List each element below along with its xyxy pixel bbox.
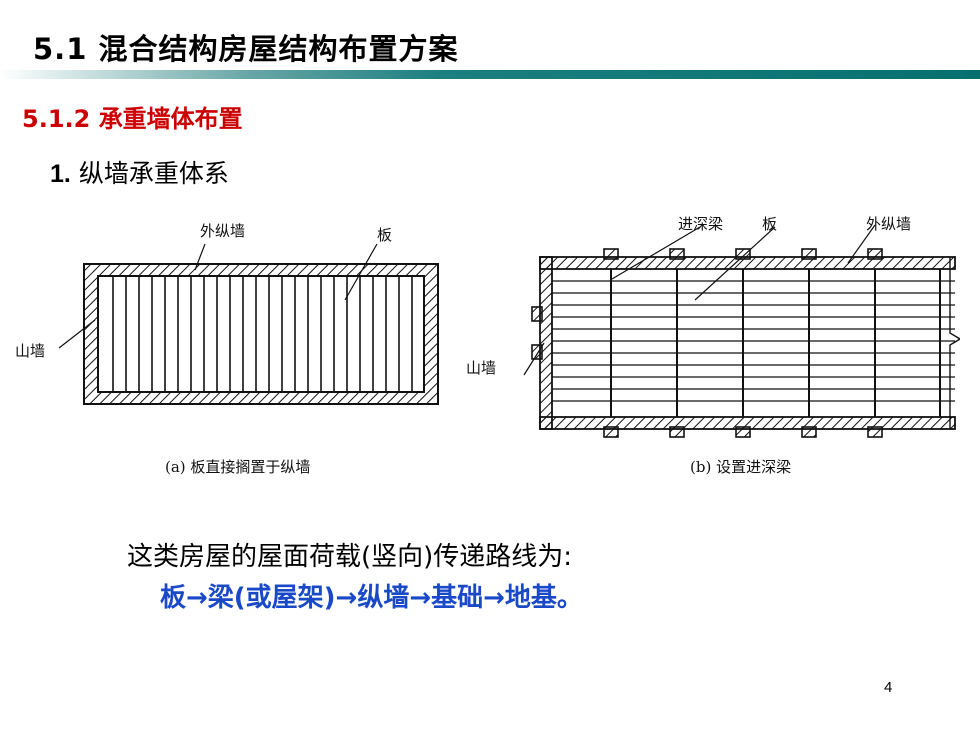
- fig-b-label-slab: 板: [762, 215, 778, 233]
- fig-b-label-beam: 进深梁: [678, 215, 724, 233]
- fig-a-label-gable-wall: 山墙: [15, 342, 46, 360]
- load-path-sequence: 板→梁(或屋架)→纵墙→基础→地基。: [160, 583, 583, 613]
- fig-a-label-slab: 板: [377, 226, 393, 244]
- fig-b-label-outer-wall: 外纵墙: [866, 215, 912, 233]
- slide-title: 5.1 混合结构房屋结构布置方案: [33, 32, 459, 66]
- section-title: 纵墙承重体系: [78, 159, 229, 188]
- figure-a-diagram: [58, 243, 439, 405]
- fig-b-caption: (b) 设置进深梁: [690, 458, 792, 476]
- section-number: 1.: [50, 160, 71, 188]
- page-number: 4: [884, 679, 893, 696]
- figure-b-diagram: [523, 224, 960, 438]
- load-path-description: 这类房屋的屋面荷载(竖向)传递路线为:: [127, 542, 573, 572]
- slide-subtitle: 5.1.2 承重墙体布置: [22, 105, 243, 133]
- fig-a-label-outer-wall: 外纵墙: [200, 222, 246, 240]
- fig-a-caption: (a) 板直接搁置于纵墙: [165, 458, 311, 476]
- fig-b-label-gable-wall: 山墙: [466, 359, 497, 377]
- section-heading: 1. 纵墙承重体系: [50, 154, 229, 190]
- title-divider-bar: [0, 70, 980, 79]
